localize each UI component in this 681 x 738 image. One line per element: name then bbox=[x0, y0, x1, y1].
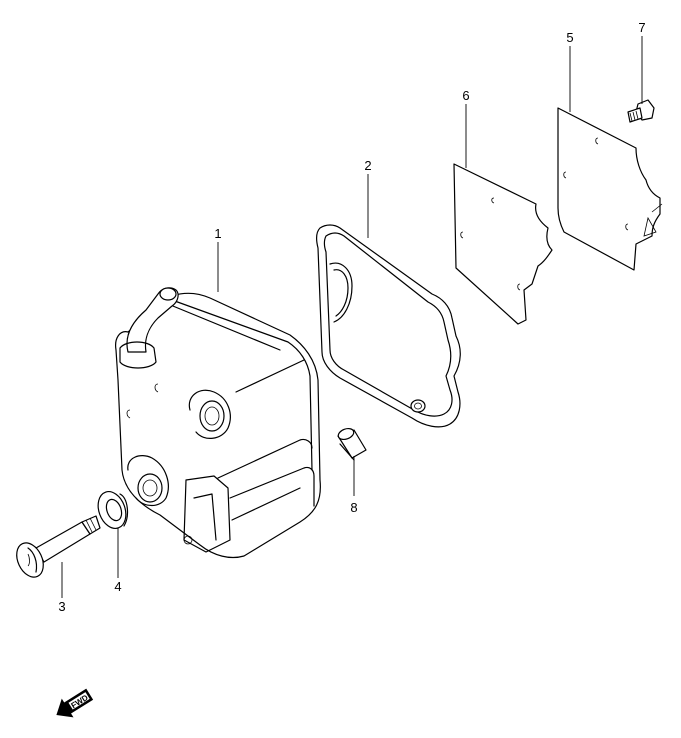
part-number-8: 8 bbox=[350, 500, 357, 515]
part-2-gasket bbox=[316, 224, 461, 428]
forward-arrow-icon: FWD bbox=[56, 688, 94, 718]
part-number-labels: 1 2 3 4 5 6 7 8 bbox=[58, 20, 645, 614]
part-number-2: 2 bbox=[364, 158, 371, 173]
part-number-4: 4 bbox=[114, 579, 121, 594]
part-6-plate bbox=[453, 163, 553, 325]
part-5-plate bbox=[557, 107, 663, 271]
part-7-screw bbox=[627, 99, 655, 123]
part-number-6: 6 bbox=[462, 88, 469, 103]
part-number-5: 5 bbox=[566, 30, 573, 45]
part-number-1: 1 bbox=[214, 226, 221, 241]
part-number-7: 7 bbox=[638, 20, 645, 35]
part-8-dowel bbox=[337, 427, 367, 461]
part-1-cylinder-head-cover bbox=[115, 287, 321, 559]
leader-lines bbox=[61, 36, 643, 598]
part-3-bolt bbox=[16, 515, 101, 578]
part-4-washer bbox=[97, 491, 129, 529]
part-number-3: 3 bbox=[58, 599, 65, 614]
